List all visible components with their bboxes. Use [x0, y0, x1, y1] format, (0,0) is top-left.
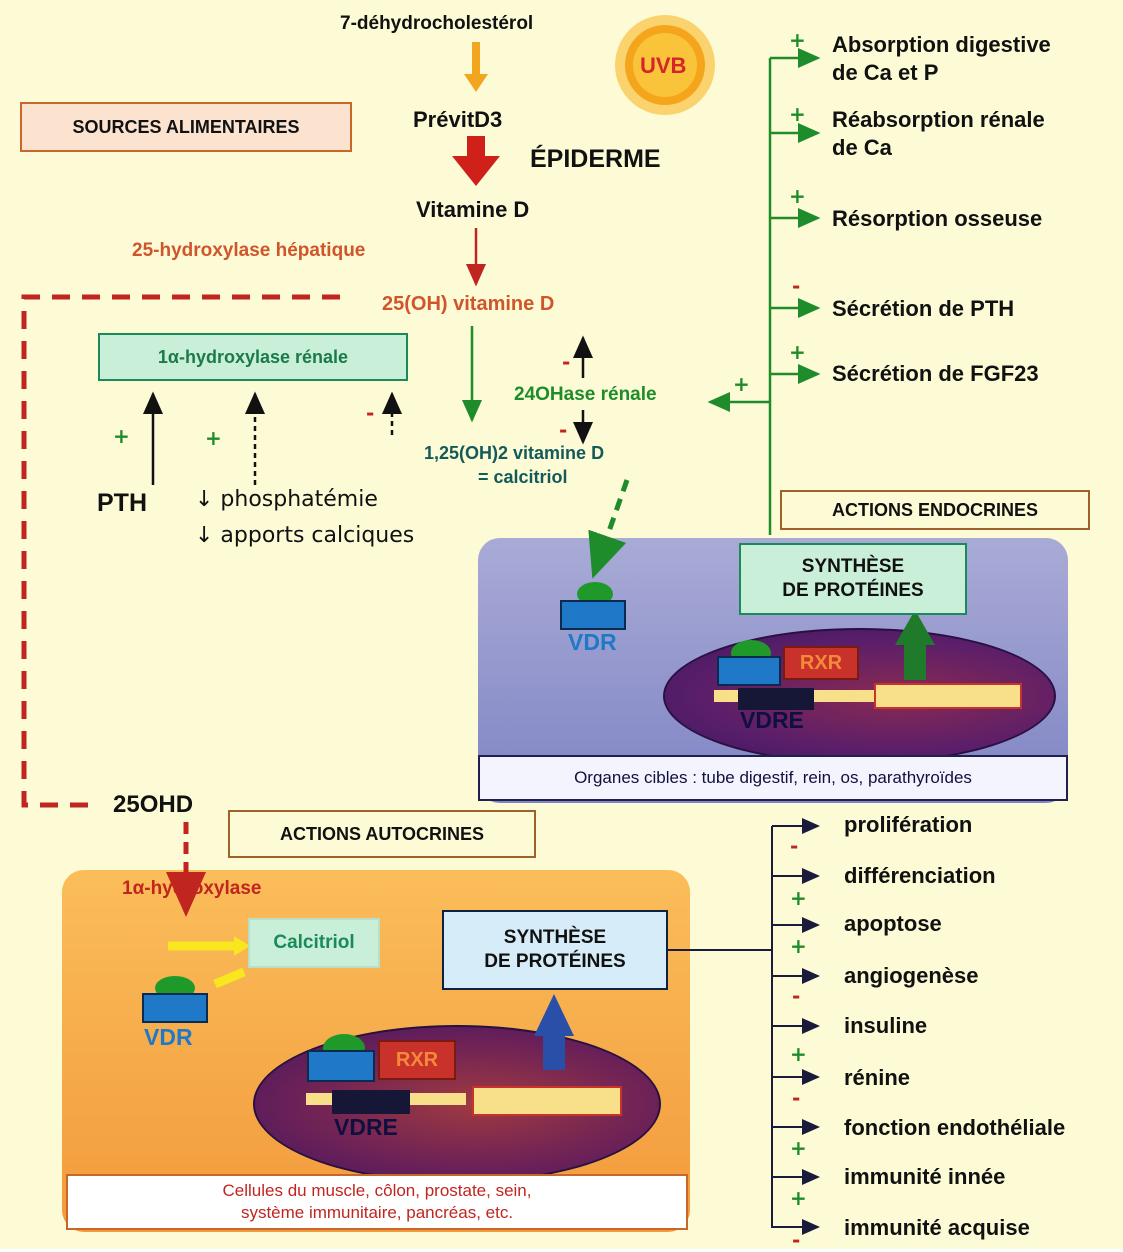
auto-nucleus-vdr [307, 1050, 375, 1082]
calcitriol-yellow-arrows [168, 936, 250, 989]
auto-sign-7: + [790, 1186, 807, 1210]
sign-ohase-up: - [562, 350, 571, 374]
endo-nucleus-vdr [717, 656, 781, 686]
auto-sign-6: + [790, 1136, 807, 1160]
auto-effect-5: rénine [844, 1065, 911, 1090]
calcium-intake-label: ↓ apports calciques [195, 523, 415, 548]
auto-vdr-label: VDR [144, 1024, 193, 1050]
uvb-label: UVB [640, 53, 687, 78]
endo-sign-0: + [789, 28, 806, 52]
calcitriol-to-vdr-arrow [588, 479, 630, 579]
endo-synthesis-box: SYNTHÈSE DE PROTÉINES [739, 543, 967, 615]
endo-effect-4-line1: Sécrétion de FGF23 [832, 361, 1039, 386]
auto-sign-0: - [790, 834, 799, 858]
sun-icon [615, 15, 715, 115]
endo-effect-1-line1: Réabsorption rénale [832, 107, 1045, 132]
feedback-dashed-loop [21, 294, 340, 808]
organs-label: Organes cibles : tube digestif, rein, os… [574, 768, 972, 788]
organs-box: Organes cibles : tube digestif, rein, os… [478, 755, 1068, 801]
auto-effect-4: insuline [844, 1013, 928, 1038]
endo-effect-1-line2: de Ca [832, 135, 892, 160]
previt-to-vitd-arrow [452, 136, 500, 186]
auto-synthesis-line1: SYNTHÈSE [503, 927, 607, 949]
25oh-vitd-label: 25(OH) vitamine D [382, 293, 555, 315]
auto-hydroxylase-label: 1α-hydroxylase [122, 878, 262, 899]
hepatic-hydroxylase-label: 25-hydroxylase hépatique [132, 240, 366, 261]
endo-synthesis-line1: SYNTHÈSE [801, 556, 905, 578]
endo-vdr-label: VDR [568, 629, 617, 655]
vitd-label: Vitamine D [416, 197, 530, 222]
endo-effect-3-line1: Sécrétion de PTH [832, 296, 1015, 321]
sign-phos: + [205, 426, 222, 450]
auto-sign-5: - [792, 1086, 801, 1110]
endo-sign-4: + [789, 340, 806, 364]
endo-sign-1: + [789, 102, 806, 126]
auto-effect-0: prolifération [844, 812, 973, 837]
auto-effect-8: immunité acquise [844, 1215, 1030, 1240]
cells-line2: système immunitaire, pancréas, etc. [240, 1203, 514, 1222]
sources-label: SOURCES ALIMENTAIRES [72, 116, 300, 137]
cells-line1: Cellules du muscle, côlon, prostate, sei… [222, 1180, 532, 1200]
auto-gene-box [472, 1086, 622, 1116]
calcitriol-line2: = calcitriol [478, 467, 568, 487]
endo-sign-3: - [792, 274, 801, 298]
sign-ohase-in: + [733, 372, 750, 396]
auto-effect-1: différenciation [844, 863, 996, 888]
endo-effect-0-line1: Absorption digestive [832, 32, 1051, 57]
auto-vdre-label: VDRE [334, 1114, 398, 1140]
endo-vdre-bar [738, 688, 814, 710]
endocrine-title: ACTIONS ENDOCRINES [831, 499, 1038, 520]
sign-pth: + [113, 424, 130, 448]
epiderme-label: ÉPIDERME [530, 145, 661, 173]
endo-vdre-label: VDRE [740, 707, 804, 733]
auto-rxr-box: RXR [378, 1040, 456, 1080]
endo-rxr-label: RXR [799, 651, 843, 674]
calcitriol-line1: 1,25(OH)2 vitamine D [424, 443, 605, 463]
auto-calcitriol-label: Calcitriol [273, 932, 355, 954]
auto-synthesis-line2: DE PROTÉINES [484, 951, 626, 972]
auto-effect-7: immunité innée [844, 1164, 1006, 1189]
auto-sign-3: - [792, 984, 801, 1008]
auto-synthesis-box: SYNTHÈSE DE PROTÉINES [442, 910, 668, 990]
auto-rxr-label: RXR [395, 1048, 439, 1071]
autocrine-synthesis-arrow [534, 994, 574, 1070]
renal-hydroxylase-box: 1α-hydroxylase rénale [98, 333, 408, 381]
autocrine-title-box: ACTIONS AUTOCRINES [228, 810, 536, 858]
endocrine-tree [707, 48, 821, 535]
sign-calcitriol-feedback: - [366, 401, 375, 425]
sources-box: SOURCES ALIMENTAIRES [20, 102, 352, 152]
auto-sign-4: + [790, 1042, 807, 1066]
autocrine-title: ACTIONS AUTOCRINES [279, 823, 484, 844]
precursor-arrow [464, 42, 488, 92]
auto-effect-6: fonction endothéliale [844, 1115, 1066, 1140]
precursor-label: 7-déhydrocholestérol [340, 13, 534, 34]
pth-label: PTH [97, 489, 147, 517]
auto-sign-8: - [792, 1228, 801, 1252]
auto-vdre-bar [332, 1090, 410, 1114]
auto-sign-2: + [790, 934, 807, 958]
auto-effect-2: apoptose [844, 911, 942, 936]
25ohd-label: 25OHD [113, 791, 194, 818]
auto-sign-1: + [790, 886, 807, 910]
renal-hydroxylase-label: 1α-hydroxylase rénale [157, 346, 349, 367]
previt-label: PrévitD3 [413, 107, 503, 132]
endo-rxr-box: RXR [783, 646, 859, 680]
autocrine-tree [668, 818, 820, 1235]
endo-gene-box [874, 683, 1022, 709]
sign-ohase-down: - [559, 418, 568, 442]
cells-box: Cellules du muscle, côlon, prostate, sei… [66, 1174, 688, 1230]
endocrine-synthesis-arrow [895, 610, 935, 680]
auto-calcitriol-box: Calcitriol [248, 918, 380, 968]
endocrine-title-box: ACTIONS ENDOCRINES [780, 490, 1090, 530]
auto-effect-3: angiogenèse [844, 963, 979, 988]
phosphatemia-label: ↓ phosphatémie [195, 487, 378, 512]
endo-sign-2: + [789, 184, 806, 208]
endo-effect-0-line2: de Ca et P [832, 60, 939, 85]
endo-effect-2-line1: Résorption osseuse [832, 206, 1043, 231]
endo-synthesis-line2: DE PROTÉINES [782, 580, 924, 601]
endo-vdr-receptor [560, 600, 626, 630]
auto-vdr-receptor [142, 993, 208, 1023]
ohase-label: 24OHase rénale [514, 384, 657, 405]
